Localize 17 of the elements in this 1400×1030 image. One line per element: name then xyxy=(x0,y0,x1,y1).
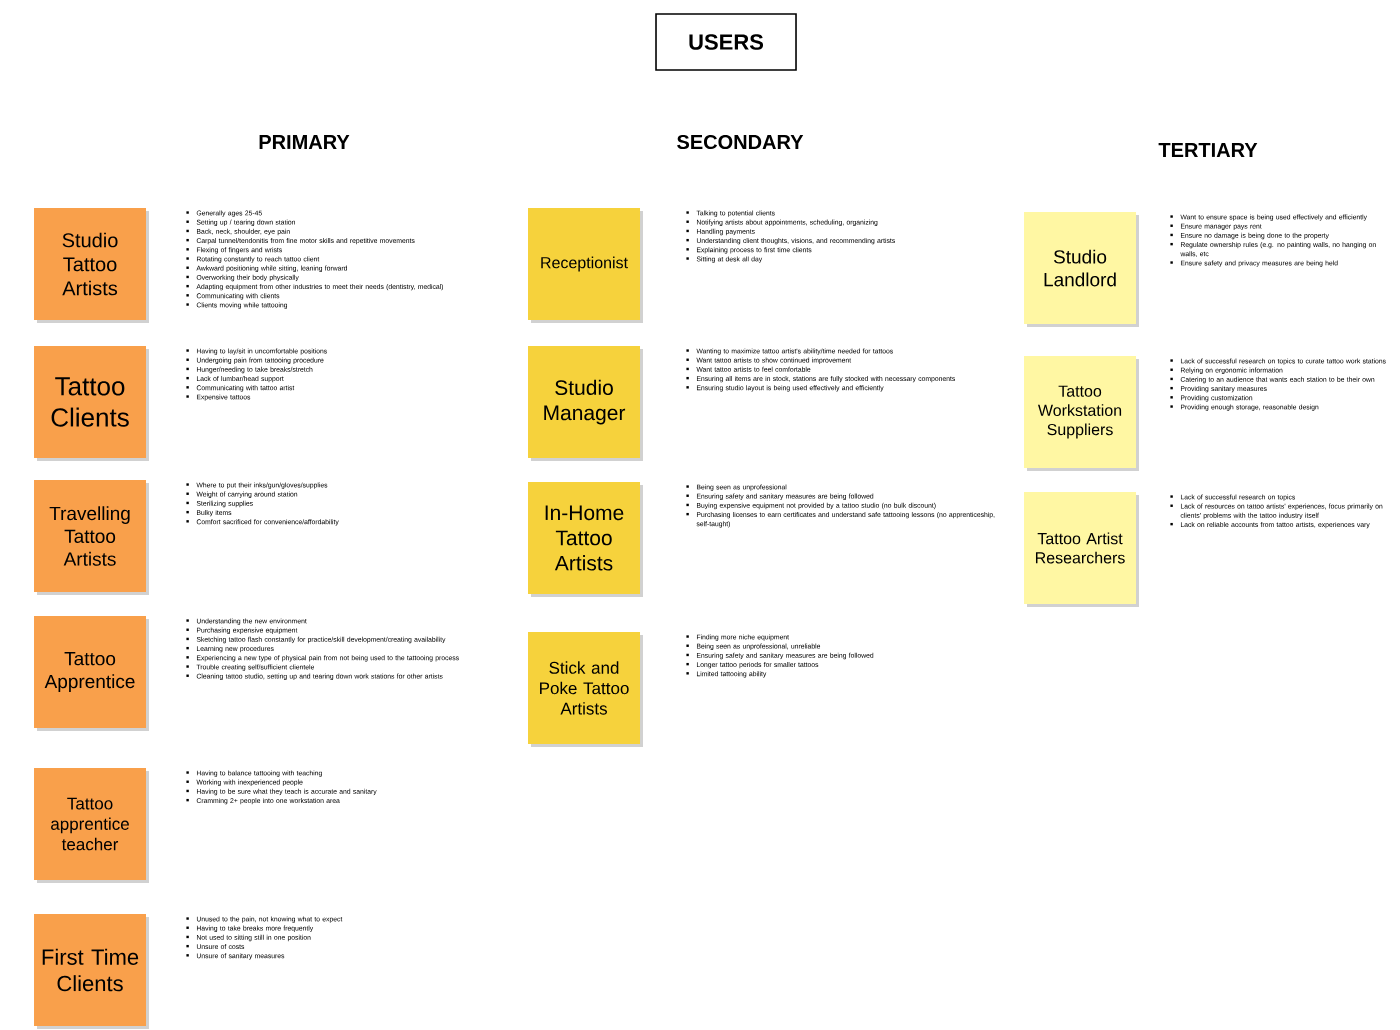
sticky-note: Receptionist xyxy=(528,208,643,323)
sticky-note: Tattoo apprentice teacher xyxy=(34,768,149,883)
column-heading: PRIMARY xyxy=(259,135,350,149)
sticky-note: First Time Clients xyxy=(34,914,149,1029)
title-box: USERS xyxy=(655,13,797,71)
sticky-note: Travelling Tattoo Artists xyxy=(34,480,149,595)
sticky-note: Tattoo Clients xyxy=(34,346,149,461)
sticky-note: Studio Tattoo Artists xyxy=(34,208,149,323)
column-heading: SECONDARY xyxy=(677,134,804,150)
sticky-note: In-Home Tattoo Artists xyxy=(528,482,643,597)
sticky-note: Tattoo Artist Researchers xyxy=(1024,492,1139,607)
column-heading: TERTIARY xyxy=(1158,143,1258,157)
sticky-note: Stick and Poke Tattoo Artists xyxy=(528,632,643,747)
sticky-note: Studio Landlord xyxy=(1024,212,1139,327)
sticky-note: Tattoo Workstation Suppliers xyxy=(1024,356,1139,471)
sticky-note: Studio Manager xyxy=(528,346,643,461)
sticky-note: Tattoo Apprentice xyxy=(34,616,149,731)
